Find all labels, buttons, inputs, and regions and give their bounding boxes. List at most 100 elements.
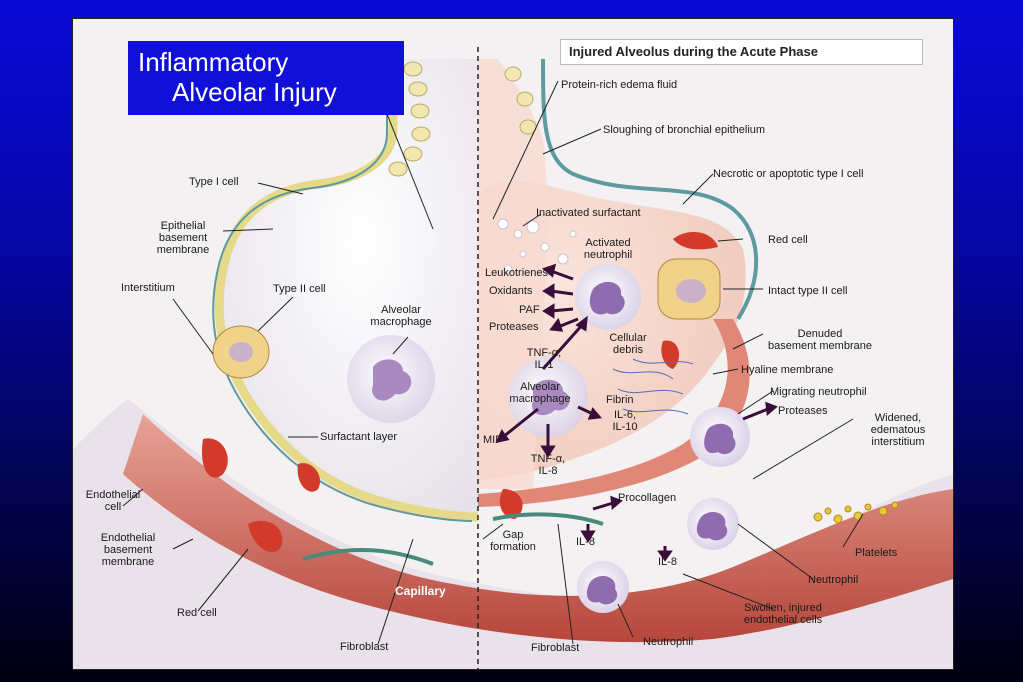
label-inactivated-surfactant: Inactivated surfactant — [536, 207, 641, 219]
label-proteases-right: Proteases — [778, 405, 828, 417]
capillary-neutrophil-2 — [577, 561, 629, 613]
label-gap-1: Gap — [502, 529, 524, 541]
label-epi-1: Epithelial — [160, 220, 206, 232]
label-gap-formation: Gap formation — [481, 529, 545, 553]
label-gap-2: formation — [490, 541, 536, 553]
label-neutrophil-capillary: Neutrophil — [808, 574, 859, 586]
label-tnf1-b: IL-1 — [534, 359, 554, 371]
label-tnf2-a: TNF-α, — [530, 453, 566, 465]
label-neutrophil-bottom: Neutrophil — [643, 636, 694, 648]
label-epi-2: basement — [158, 232, 208, 244]
fibrin-strands — [612, 358, 694, 415]
label-sloughing: Sloughing of bronchial epithelium — [603, 124, 766, 136]
label-alvmac-1: Alveolar — [520, 381, 560, 393]
label-alveolar-macrophage-left: Alveolar macrophage — [361, 304, 441, 328]
panel-title: Injured Alveolus during the Acute Phase — [560, 39, 923, 65]
label-activated-1: Activated — [585, 237, 631, 249]
label-intact-type-ii-cell: Intact type II cell — [768, 285, 848, 297]
label-alveolar-macrophage-right: Alveolar macrophage — [495, 381, 585, 405]
inactivated-surfactant — [497, 218, 577, 274]
label-tnf-il8: TNF-α, IL-8 — [523, 453, 573, 477]
slide-title-line1: Inflammatory — [138, 47, 289, 77]
label-endob-2: basement — [103, 544, 153, 556]
label-paf: PAF — [519, 304, 540, 316]
migrating-neutrophil — [690, 407, 750, 467]
diagram-figure: Inflammatory Alveolar Injury Injured Alv… — [72, 18, 954, 670]
type-ii-cell-right — [657, 258, 721, 320]
label-type-ii-cell: Type II cell — [273, 283, 326, 295]
label-macro-1: Alveolar — [381, 304, 421, 316]
fibroblast-right — [492, 512, 604, 526]
label-epithelial-basement-membrane: Epithelial basement membrane — [143, 220, 223, 256]
label-endo-2: cell — [104, 501, 122, 513]
label-fibrin: Fibrin — [606, 394, 634, 406]
label-endothelial-cell: Endothelial cell — [81, 489, 145, 513]
label-proteases: Proteases — [489, 321, 539, 333]
label-cellular-1: Cellular — [609, 332, 647, 344]
label-cellular-2: debris — [613, 344, 643, 356]
arrows — [495, 263, 778, 562]
label-swollen-1: Swollen, injured — [744, 602, 822, 614]
alveolus-illustration — [73, 19, 953, 669]
type-ii-cell-left — [212, 325, 270, 379]
label-fibroblast-right: Fibroblast — [531, 642, 580, 654]
label-activated-2: neutrophil — [583, 249, 633, 261]
label-widened-1: Widened, — [874, 412, 922, 424]
label-tnf2-b: IL-8 — [538, 465, 558, 477]
label-edema-fluid: Protein-rich edema fluid — [561, 79, 678, 91]
activated-neutrophil — [575, 264, 641, 330]
basement-membrane-line — [212, 63, 473, 522]
label-il6-a: IL-6, — [613, 409, 636, 421]
bronchial-epithelium — [388, 61, 537, 177]
label-cellular-debris: Cellular debris — [593, 332, 663, 356]
label-activated-neutrophil: Activated neutrophil — [568, 237, 648, 261]
label-surfactant-layer: Surfactant layer — [320, 431, 398, 443]
label-swollen-endothelial: Swollen, injured endothelial cells — [723, 602, 843, 626]
label-il8-gap: IL-8 — [576, 536, 595, 548]
capillary — [123, 414, 953, 643]
capillary-neutrophil-1 — [687, 498, 739, 550]
label-tnf-il1: TNF-α, IL-1 — [519, 347, 569, 371]
label-widened-3: interstitium — [871, 436, 925, 448]
alveolar-macrophage-left — [347, 335, 435, 423]
label-platelets: Platelets — [855, 547, 898, 559]
label-denuded-basement-membrane: Denuded basement membrane — [745, 328, 895, 352]
type-i-cell-layer — [214, 59, 479, 522]
label-necrotic-cell: Necrotic or apoptotic type I cell — [713, 168, 864, 180]
slide-title: Inflammatory Alveolar Injury — [128, 41, 404, 115]
label-macro-2: macrophage — [370, 316, 432, 328]
label-capillary: Capillary — [395, 584, 446, 598]
label-hyaline-membrane: Hyaline membrane — [741, 364, 834, 376]
leader-lines — [122, 78, 864, 645]
label-epi-3: membrane — [156, 244, 210, 256]
label-widened-interstitium: Widened, edematous interstitium — [853, 412, 943, 448]
label-oxidants: Oxidants — [489, 285, 533, 297]
label-leukotrienes: Leukotrienes — [485, 267, 548, 279]
label-il8-capillary: IL-8 — [658, 556, 677, 568]
right-alveolar-wall — [541, 58, 759, 321]
label-il6-b: IL-10 — [612, 421, 638, 433]
label-type-i-cell: Type I cell — [189, 176, 239, 188]
label-mif: MIF — [483, 434, 502, 446]
label-tnf1-a: TNF-α, — [526, 347, 562, 359]
label-denuded-2: basement membrane — [768, 340, 872, 352]
platelets — [813, 501, 899, 524]
label-procollagen: Procollagen — [618, 492, 677, 504]
label-migrating-neutrophil: Migrating neutrophil — [770, 386, 867, 398]
label-il6-il10: IL-6, IL-10 — [600, 409, 650, 433]
label-endob-3: membrane — [101, 556, 155, 568]
label-widened-2: edematous — [870, 424, 926, 436]
hyaline-membrane — [478, 319, 750, 507]
label-endo-1: Endothelial — [85, 489, 141, 501]
label-endothelial-basement-membrane: Endothelial basement membrane — [83, 532, 173, 568]
label-fibroblast-left: Fibroblast — [340, 641, 389, 653]
slide-title-line2: Alveolar Injury — [172, 77, 337, 107]
label-endob-1: Endothelial — [100, 532, 156, 544]
label-swollen-2: endothelial cells — [743, 614, 823, 626]
label-red-cell-right: Red cell — [768, 234, 808, 246]
label-interstitium: Interstitium — [121, 282, 175, 294]
label-alvmac-2: macrophage — [509, 393, 571, 405]
red-cells — [202, 232, 718, 553]
label-denuded-1: Denuded — [797, 328, 843, 340]
fibroblast-left — [302, 547, 434, 566]
